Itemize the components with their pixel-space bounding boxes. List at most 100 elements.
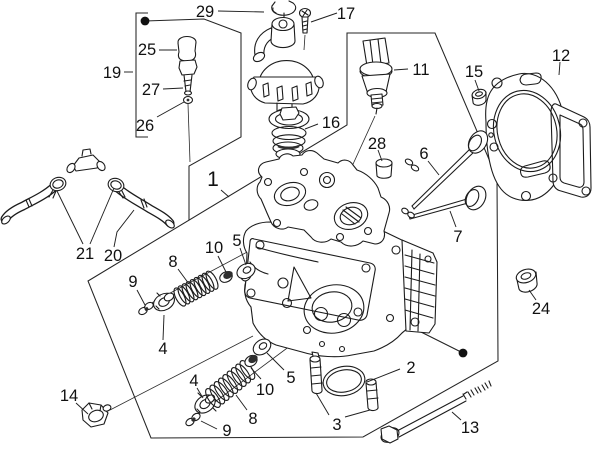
callout-5-upper: 5 bbox=[232, 232, 241, 250]
callout-1: 1 bbox=[207, 168, 219, 191]
callout-29: 29 bbox=[196, 3, 214, 21]
t-fitting-knob bbox=[81, 148, 92, 157]
valve-spring-upper bbox=[173, 270, 219, 307]
leader-27 bbox=[162, 87, 184, 90]
right-hose-end bbox=[165, 219, 175, 229]
spring-retainer-lower bbox=[194, 394, 216, 414]
leader-2 bbox=[366, 368, 401, 383]
callout-14: 14 bbox=[60, 387, 78, 405]
exhaust-valve-head bbox=[465, 185, 487, 211]
callout-10-lower: 10 bbox=[256, 381, 274, 399]
group-anchor-polyline bbox=[144, 18, 242, 220]
leader-13 bbox=[451, 411, 462, 421]
callout-25: 25 bbox=[138, 41, 156, 59]
leader-24 bbox=[528, 289, 537, 301]
leader-10-upper bbox=[217, 255, 227, 273]
circlip bbox=[271, 2, 297, 16]
leader-4-lower bbox=[196, 387, 204, 399]
leader-4-upper bbox=[162, 314, 165, 341]
cover-screw bbox=[298, 7, 312, 34]
t-fitting-left-port bbox=[66, 162, 76, 174]
dowel-pin bbox=[375, 158, 393, 179]
left-hose-end bbox=[1, 215, 11, 225]
callout-21: 21 bbox=[76, 245, 94, 263]
callout-labels: 29 17 25 12 11 15 19 27 16 26 28 6 1 7 5… bbox=[60, 3, 570, 440]
callout-15: 15 bbox=[465, 63, 483, 81]
callout-20: 20 bbox=[104, 247, 122, 265]
callout-26: 26 bbox=[136, 117, 154, 135]
callout-11: 11 bbox=[412, 61, 429, 79]
coolant-hose-assembly bbox=[0, 148, 175, 229]
head-anchor-dot bbox=[458, 348, 468, 358]
head-gasket-face bbox=[244, 238, 376, 321]
leader-15 bbox=[474, 79, 480, 92]
thermostat-hex bbox=[279, 106, 300, 121]
intake-valve bbox=[404, 130, 489, 210]
leader-3b bbox=[344, 409, 371, 418]
leader-10-lower bbox=[250, 367, 262, 380]
leader-1 bbox=[220, 189, 230, 198]
t-fitting bbox=[72, 154, 101, 172]
gasket-bore bbox=[492, 89, 562, 173]
callout-8-upper: 8 bbox=[168, 253, 177, 271]
plate-boss bbox=[318, 171, 336, 189]
leader-21b bbox=[89, 187, 115, 245]
gasket-right-frame bbox=[550, 103, 592, 198]
leader-17 bbox=[310, 12, 338, 23]
callout-16: 16 bbox=[322, 114, 340, 132]
valve-spring-set-upper bbox=[138, 262, 256, 316]
combustion-chamber bbox=[303, 284, 365, 334]
bushing-24 bbox=[515, 268, 538, 293]
leader-lines bbox=[56, 10, 561, 430]
leader-12 bbox=[558, 61, 561, 76]
leader-5-lower bbox=[266, 352, 285, 371]
screw-axis bbox=[303, 34, 306, 51]
leader-8-lower bbox=[235, 394, 248, 411]
leader-20 bbox=[113, 209, 135, 248]
callout-17: 17 bbox=[337, 5, 355, 23]
drain-plug bbox=[81, 402, 112, 428]
leader-21a bbox=[56, 190, 84, 245]
leader-14 bbox=[75, 402, 89, 415]
callout-4-lower: 4 bbox=[189, 372, 198, 390]
callout-9-upper: 9 bbox=[128, 273, 137, 291]
exhaust-valve bbox=[401, 185, 487, 220]
callout-24: 24 bbox=[532, 300, 550, 318]
head-bolt bbox=[380, 380, 492, 444]
callout-8-lower: 8 bbox=[248, 410, 257, 428]
right-hose-inner bbox=[115, 185, 174, 227]
callout-2: 2 bbox=[406, 359, 415, 377]
leader-9-lower bbox=[200, 420, 218, 430]
main-group-polygon bbox=[87, 32, 499, 439]
leader-7 bbox=[449, 210, 457, 228]
plug-14-axis bbox=[109, 335, 254, 411]
left-hose-inner bbox=[1, 183, 58, 223]
callout-6: 6 bbox=[419, 145, 428, 163]
t-fitting-right-port bbox=[96, 160, 106, 172]
leader-16 bbox=[304, 123, 319, 130]
head-anchor-line bbox=[416, 329, 462, 353]
cover-flange bbox=[250, 76, 320, 105]
cylinder-gasket bbox=[485, 72, 592, 202]
leader-11 bbox=[393, 68, 409, 71]
plug-tip bbox=[183, 90, 193, 96]
callout-9-lower: 9 bbox=[222, 422, 231, 440]
callout-12: 12 bbox=[552, 47, 570, 65]
leader-6 bbox=[427, 160, 440, 176]
leader-5-upper bbox=[239, 247, 247, 266]
thermostat-cover-assembly bbox=[247, 0, 324, 160]
temperature-sensor bbox=[359, 37, 393, 115]
leader-29 bbox=[217, 10, 265, 13]
valve-spring-set-lower bbox=[185, 338, 272, 427]
spark-plug-axis bbox=[187, 103, 191, 163]
callout-4-upper: 4 bbox=[158, 340, 167, 358]
group-anchor-dot bbox=[140, 16, 150, 26]
spring-retainer-upper bbox=[153, 292, 175, 312]
callout-28: 28 bbox=[368, 135, 386, 153]
cylinder-head-body bbox=[239, 150, 438, 362]
callout-10-upper: 10 bbox=[205, 239, 223, 257]
o-ring bbox=[322, 365, 366, 397]
plug-hex bbox=[178, 59, 198, 76]
